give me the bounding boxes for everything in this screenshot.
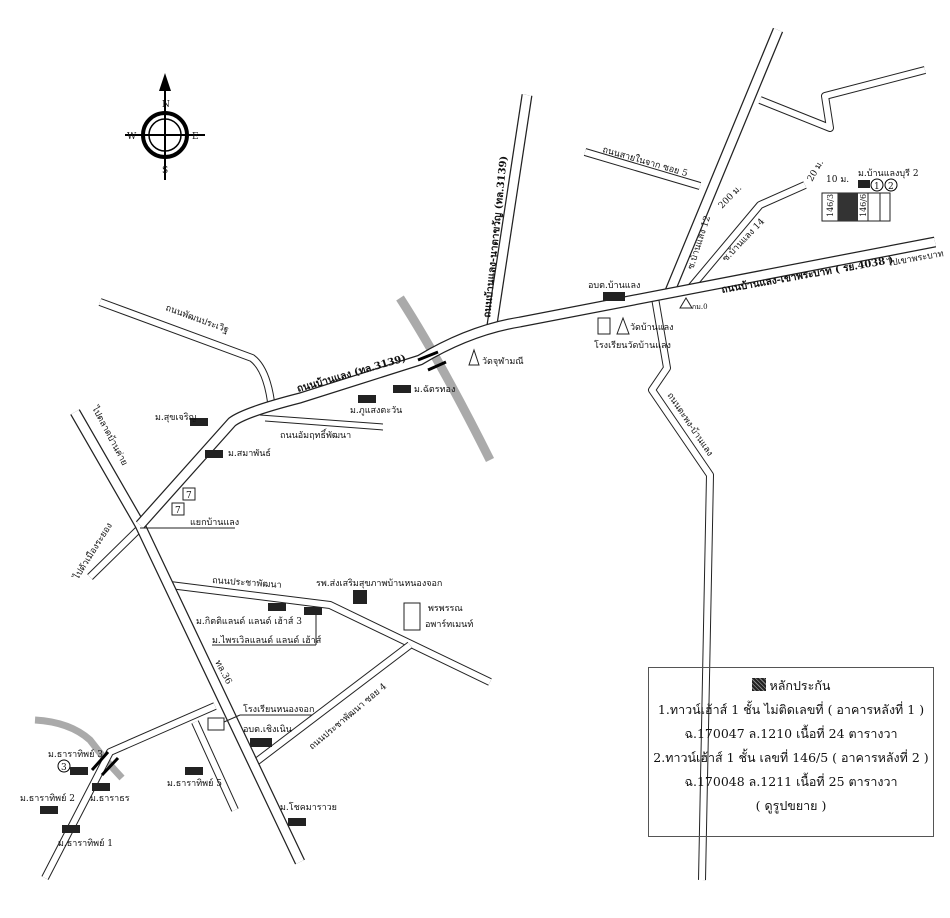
collateral-plots: 146/3 146/6 1 2 <box>821 178 898 222</box>
collateral-swatch-icon <box>751 678 766 691</box>
housing-icon <box>92 783 110 791</box>
river <box>396 295 495 463</box>
office-icon <box>250 738 272 747</box>
housing-icon <box>268 603 286 611</box>
map-label: 146/3 <box>826 194 835 217</box>
map-label: 200 ม. <box>717 183 744 211</box>
map-label: ม.ไพรเวิลแลนด์ แลนด์ เฮ้าส์ <box>212 634 322 646</box>
map-label: 20 ม. <box>806 158 826 183</box>
compass-icon: N S E W <box>125 73 205 180</box>
legend-line: 1.ทาวน์เฮ้าส์ 1 ชั้น ไม่ติดเลขที่ ( อาคา… <box>657 702 925 717</box>
office-icon <box>603 292 625 301</box>
apartment-icon <box>403 602 421 631</box>
housing-icon <box>393 385 411 393</box>
map-label: วัดบ้านแลง <box>630 322 674 333</box>
marker-1: 1 <box>874 182 880 192</box>
legend-line: ฉ.170047 ล.1210 เนื้อที่ 24 ตารางวา <box>684 726 898 741</box>
hospital-icon <box>353 590 367 604</box>
school-icon <box>597 317 611 335</box>
legend-box: หลักประกัน 1.ทาวน์เฮ้าส์ 1 ชั้น ไม่ติดเล… <box>648 667 934 837</box>
map-label: ม.ธาราทิพย์ 2 <box>20 792 75 804</box>
place-labels: อบต.บ้านแลง วัดบ้านแลง โรงเรียนวัดบ้านแล… <box>20 168 919 849</box>
map-label: ม.ฉัตรทอง <box>414 385 455 395</box>
map-label: ถนนอัมฤทธิ์พัฒนา <box>280 428 351 441</box>
legend-line: ( ดูรูปขยาย ) <box>755 798 827 813</box>
map-label: ม.ธาราธร <box>90 794 130 804</box>
map-label: รพ.ส่งเสริมสุขภาพบ้านหนองจอก <box>316 578 442 589</box>
marker-2: 2 <box>888 182 894 192</box>
marker-3: 3 <box>61 763 67 773</box>
map-label: แยกบ้านแลง <box>190 517 239 528</box>
housing-icon <box>70 767 88 775</box>
housing-icon <box>205 450 223 458</box>
map-label: ม.สุขเจริญ <box>155 412 197 423</box>
compass-e: E <box>192 132 199 142</box>
legend-line: ฉ.170048 ล.1211 เนื้อที่ 25 ตารางวา <box>684 774 898 789</box>
roads <box>41 27 937 881</box>
creek <box>34 716 125 781</box>
bridge-icon <box>90 751 120 777</box>
housing-icon <box>62 825 80 833</box>
convenience-store-icon: 7 <box>175 506 181 516</box>
legend-line: 2.ทาวน์เฮ้าส์ 1 ชั้น เลขที่ 146/5 ( อาคา… <box>653 750 929 765</box>
map-label: พรพรรณ <box>428 604 463 614</box>
temple-icon <box>468 348 480 366</box>
map-label: กม.0 <box>692 303 708 311</box>
housing-icon <box>40 806 58 814</box>
map-label: ม.โชคมาราวย <box>280 802 337 813</box>
legend-title: หลักประกัน <box>649 674 933 698</box>
map-label: วัดจุฬามณี <box>482 356 524 367</box>
compass-n: N <box>162 100 170 110</box>
map-label: ม.กิตติแลนด์ แลนด์ เฮ้าส์ 3 <box>196 615 302 627</box>
map-label: 146/6 <box>859 194 868 217</box>
map-label: อบต.บ้านแลง <box>588 280 640 291</box>
map-label: ม.ธาราทิพย์ 3 <box>48 748 103 760</box>
map-label: โรงเรียนหนองจอก <box>243 704 314 715</box>
map-label: ม.ธาราทิพย์ 5 <box>167 777 222 789</box>
collateral-plot <box>838 193 858 221</box>
map-label: หลักประกัน <box>769 678 831 693</box>
bridge-icon <box>417 350 447 372</box>
map-label: ม.สมาพันธ์ <box>228 447 271 459</box>
housing-icon <box>190 418 208 426</box>
temple-icon <box>616 316 630 335</box>
map-label: 10 ม. <box>826 175 849 185</box>
school-icon <box>207 717 225 731</box>
housing-icon <box>304 607 322 615</box>
map-label: ม.ธาราทิพย์ 1 <box>58 837 113 849</box>
map-label: โรงเรียนวัดบ้านแลง <box>594 340 671 351</box>
compass-w: W <box>127 132 137 142</box>
housing-icon <box>185 767 203 775</box>
map-label: ถนนประชาพัฒนา <box>212 576 282 591</box>
convenience-store-icon: 7 <box>186 491 192 501</box>
map-label: ม.บ้านแลงบุรี 2 <box>858 168 919 179</box>
housing-icon <box>288 818 306 826</box>
map-label: ม.ภูแสงตะวัน <box>350 406 402 416</box>
compass-s: S <box>162 166 168 176</box>
map-label: อพาร์ทเมนท์ <box>425 618 473 630</box>
housing-icon <box>358 395 376 403</box>
map-label: อบต.เชิงเนิน <box>243 724 292 735</box>
